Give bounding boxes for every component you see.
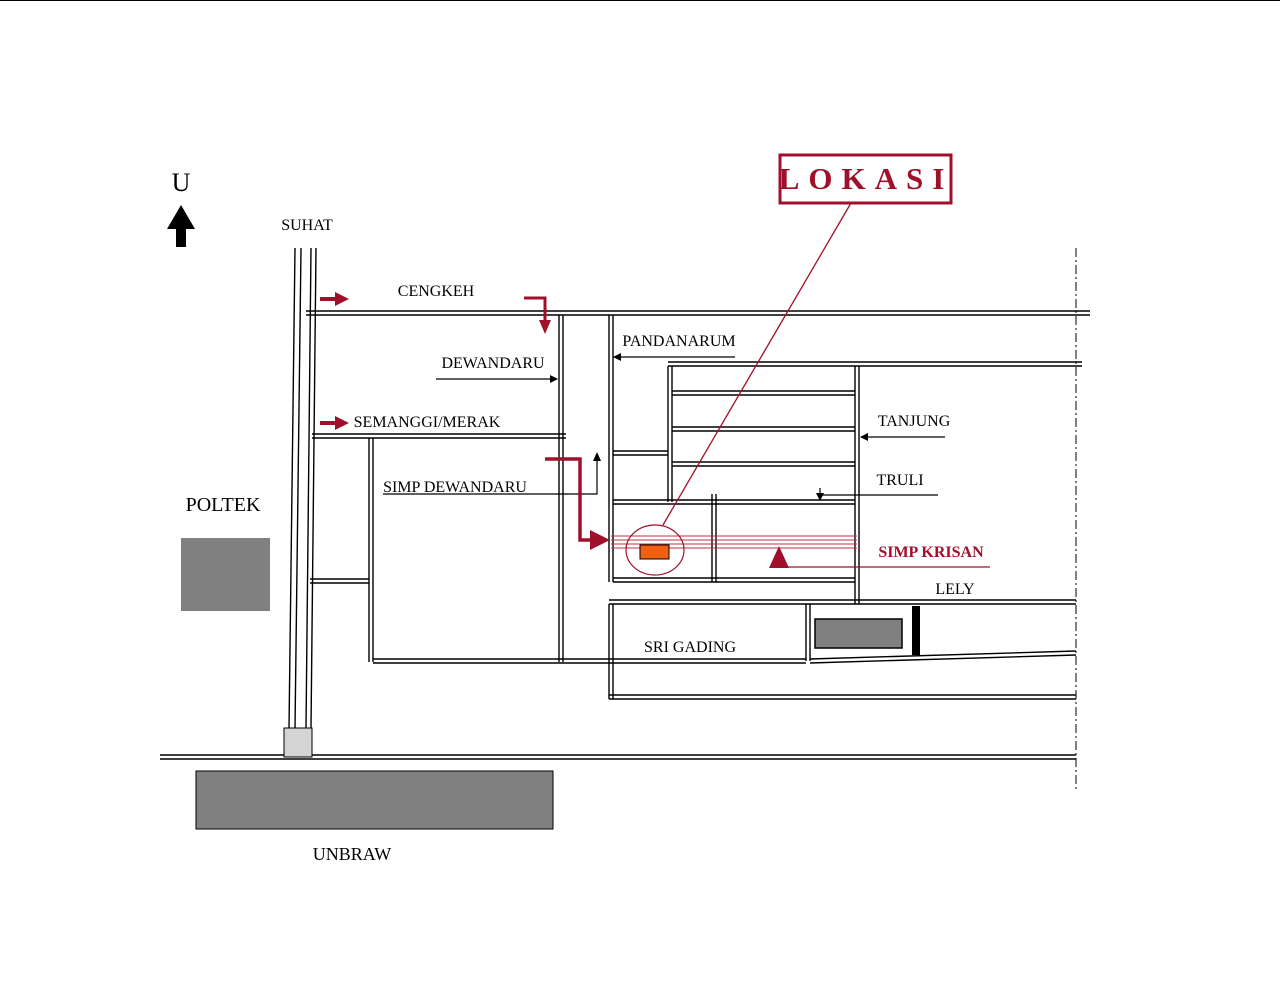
landmark-label-poltek: POLTEK xyxy=(186,494,261,516)
route-arrow-cengkeh xyxy=(320,292,349,306)
callout-label: LOKASI xyxy=(779,161,954,196)
street-label-tanjung: TANJUNG xyxy=(878,413,951,430)
road-lely xyxy=(608,599,1076,700)
pointer-simp-dewandaru xyxy=(383,455,598,495)
north-indicator: U xyxy=(167,168,195,247)
street-label-pandanarum: PANDANARUM xyxy=(622,333,735,350)
street-label-truli: TRULI xyxy=(876,472,923,489)
gate-bar xyxy=(912,606,920,655)
street-label-simp-krisan: SIMP KRISAN xyxy=(878,544,984,561)
road-semanggi-merak xyxy=(312,433,566,439)
route-arrow-dewandaru-turn xyxy=(524,296,551,334)
road-inner-north xyxy=(668,361,1082,367)
road-pandanarum xyxy=(608,315,614,582)
pointer-simp-dewandaru-head xyxy=(593,452,601,461)
street-label-semanggi-merak: SEMANGGI/MERAK xyxy=(354,414,501,431)
building-lely xyxy=(814,618,903,649)
street-label-cengkeh: CENGKEH xyxy=(398,283,475,300)
triangle-marker-icon xyxy=(769,546,789,568)
street-label-lely: LELY xyxy=(935,581,975,598)
route-arrow-semanggi xyxy=(320,416,349,430)
road-main-south xyxy=(160,754,1076,760)
road-left-block xyxy=(310,438,374,662)
location-marker xyxy=(639,544,670,560)
callout-box xyxy=(778,153,953,205)
building-poltek xyxy=(181,538,270,611)
location-circle xyxy=(625,524,685,576)
route-arrow-krisan-turn xyxy=(545,457,610,550)
road-suhat xyxy=(288,247,317,729)
street-label-dewandaru: DEWANDARU xyxy=(441,355,545,372)
north-label: U xyxy=(172,168,191,197)
street-label-sri-gading: SRI GADING xyxy=(644,639,736,656)
landmark-label-unbraw: UNBRAW xyxy=(313,844,392,864)
road-inner-verticals xyxy=(667,366,860,604)
building-unbraw xyxy=(195,770,554,830)
street-label-simp-dewandaru: SIMP DEWANDARU xyxy=(383,479,527,496)
road-dewandaru xyxy=(558,315,564,662)
street-label-suhat: SUHAT xyxy=(281,217,333,234)
road-cengkeh xyxy=(306,310,1090,316)
callout-leader-line xyxy=(662,202,852,526)
junction-gate xyxy=(283,727,313,758)
road-inner-horizontals xyxy=(613,390,855,583)
road-sri-gading xyxy=(373,650,1077,664)
north-arrow-icon xyxy=(167,205,195,247)
